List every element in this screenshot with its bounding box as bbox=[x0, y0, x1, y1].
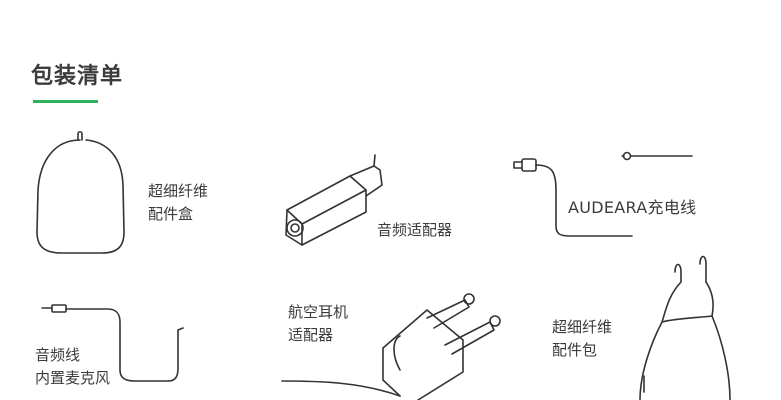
accessory-case-icon bbox=[36, 130, 125, 254]
item-label-accessory-case: 超细纤维 配件盒 bbox=[148, 180, 208, 226]
item-label-line: 超细纤维 bbox=[552, 318, 613, 336]
item-label-audio-adapter: 音频适配器 bbox=[377, 219, 452, 242]
item-label-line: 音频适配器 bbox=[377, 221, 453, 239]
item-label-line: 适配器 bbox=[288, 326, 334, 344]
item-label-audio-cable: 音频线 内置麦克风 bbox=[35, 344, 110, 390]
accessory-pouch-icon bbox=[639, 255, 731, 400]
item-label-line: 超细纤维 bbox=[148, 182, 209, 200]
item-label-line: 音频线 bbox=[35, 346, 81, 364]
item-label-line: 配件包 bbox=[552, 341, 598, 359]
item-label-line: 航空耳机 bbox=[288, 303, 349, 321]
audio-adapter-icon bbox=[285, 154, 383, 246]
item-label-aviation-adapter: 航空耳机 适配器 bbox=[288, 301, 348, 347]
item-label-accessory-pouch: 超细纤维 配件包 bbox=[552, 316, 612, 362]
page-title: 包装清单 bbox=[31, 64, 124, 89]
charging-cable-icon bbox=[513, 151, 693, 237]
item-label-line: AUDEARA充电线 bbox=[568, 198, 697, 217]
item-label-line: 内置麦克风 bbox=[35, 369, 111, 387]
item-label-line: 配件盒 bbox=[148, 205, 194, 223]
audio-cable-icon bbox=[41, 304, 184, 382]
aviation-adapter-icon bbox=[281, 293, 501, 400]
item-label-charging-cable: AUDEARA充电线 bbox=[568, 196, 696, 219]
title-underline bbox=[33, 100, 98, 103]
